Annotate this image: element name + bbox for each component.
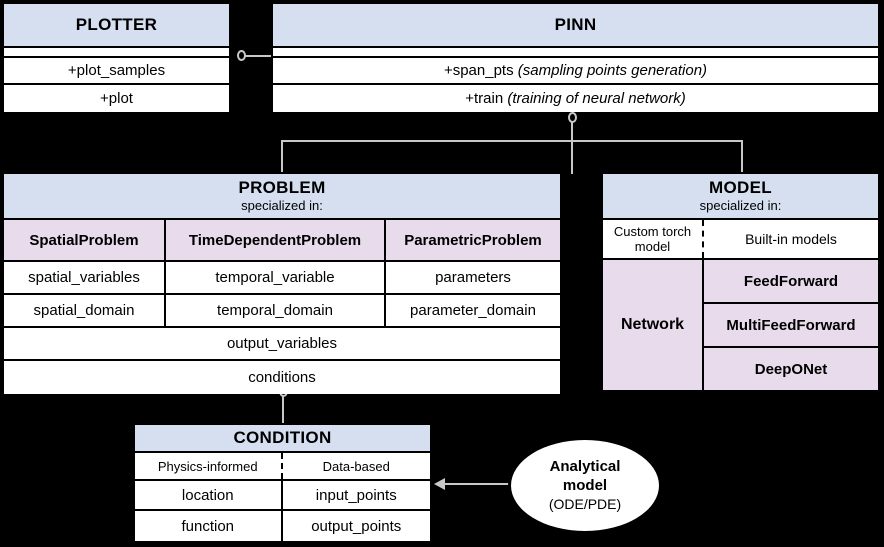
condition-kind-row: Physics-informed Data-based xyxy=(135,453,430,481)
problem-attr-1-2: parameter_domain xyxy=(410,302,536,319)
problem-attr-0-2: parameters xyxy=(435,269,511,286)
problem-attr-1-0: spatial_domain xyxy=(4,295,166,326)
connector-pinn-stem xyxy=(571,118,573,174)
connector-problem-condition xyxy=(282,392,284,424)
problem-specialization-row: SpatialProblem TimeDependentProblem Para… xyxy=(4,220,560,262)
problem-attribute-row: spatial_domain temporal_domain parameter… xyxy=(4,295,560,328)
connector-plotter-pinn xyxy=(240,55,274,57)
pinn-method-0-note: (sampling points generation) xyxy=(517,62,708,79)
problem-attribute-row: spatial_variables temporal_variable para… xyxy=(4,262,560,295)
pinn-header: PINN xyxy=(273,4,878,48)
condition-attribute-row: location input_points xyxy=(135,481,430,511)
plotter-header: PLOTTER xyxy=(4,4,229,48)
model-kind-row: Custom torch model Built-in models xyxy=(603,220,878,260)
condition-kind-1: Data-based xyxy=(322,458,390,474)
class-box-plotter[interactable]: PLOTTER +plot_samples +plot xyxy=(2,2,231,112)
connector-bracket-right-drop xyxy=(741,140,743,174)
problem-shared-attribute-row: conditions xyxy=(4,361,560,394)
class-box-condition[interactable]: CONDITION Physics-informed Data-based lo… xyxy=(133,423,432,542)
plotter-method-0: +plot_samples xyxy=(67,62,166,79)
connector-bracket-left-drop xyxy=(281,140,283,174)
plotter-method-row: +plot xyxy=(4,85,229,112)
connector-analytical-to-condition xyxy=(441,483,510,485)
problem-attr-0-1: temporal_variable xyxy=(166,262,386,293)
class-box-pinn[interactable]: PINN +span_pts (sampling points generati… xyxy=(271,2,880,112)
pinn-method-1-note: (training of neural network) xyxy=(507,90,686,107)
condition-attr-1-0: function xyxy=(135,511,283,541)
aggregation-circle-pinn xyxy=(568,112,577,123)
problem-shared-attribute-row: output_variables xyxy=(4,328,560,361)
problem-header: PROBLEM specialized in: xyxy=(4,174,560,220)
pinn-method-1-name: +train xyxy=(465,90,504,107)
analytical-model-line3: (ODE/PDE) xyxy=(548,496,622,512)
class-box-problem[interactable]: PROBLEM specialized in: SpatialProblem T… xyxy=(2,172,562,394)
connector-bracket-horizontal xyxy=(281,140,743,142)
condition-attr-1-1: output_points xyxy=(311,517,402,535)
problem-attr-1-1: temporal_domain xyxy=(166,295,386,326)
model-builtin-1[interactable]: MultiFeedForward xyxy=(704,304,878,348)
model-subtitle: specialized in: xyxy=(699,198,782,213)
pinn-title: PINN xyxy=(554,15,597,34)
model-body: Network FeedForward MultiFeedForward Dee… xyxy=(603,260,878,390)
plotter-title: PLOTTER xyxy=(75,15,158,34)
pinn-spacer-row xyxy=(273,48,878,58)
problem-attr-0-0: spatial_variables xyxy=(4,262,166,293)
class-box-model[interactable]: MODEL specialized in: Custom torch model… xyxy=(601,172,880,392)
model-title: MODEL xyxy=(709,178,772,197)
node-analytical-model[interactable]: Analytical model (ODE/PDE) xyxy=(508,437,662,534)
problem-title: PROBLEM xyxy=(238,178,326,197)
analytical-model-line1: Analytical xyxy=(549,458,621,475)
problem-specialization-1[interactable]: TimeDependentProblem xyxy=(166,220,386,260)
condition-attr-0-1: input_points xyxy=(315,486,397,504)
model-kind-0: Custom torch model xyxy=(603,220,704,258)
condition-kind-0: Physics-informed xyxy=(135,453,283,479)
plotter-method-1: +plot xyxy=(100,90,133,107)
problem-shared-attr-1: conditions xyxy=(248,369,316,386)
condition-attr-0-0: location xyxy=(135,481,283,509)
problem-specialization-0[interactable]: SpatialProblem xyxy=(4,220,166,260)
arrowhead-icon xyxy=(434,478,445,490)
pinn-method-row: +train (training of neural network) xyxy=(273,85,878,112)
aggregation-circle-plotter xyxy=(237,50,246,61)
condition-attribute-row: function output_points xyxy=(135,511,430,541)
pinn-method-row: +span_pts (sampling points generation) xyxy=(273,58,878,85)
problem-subtitle: specialized in: xyxy=(241,198,323,213)
analytical-model-line2: model xyxy=(562,477,608,494)
problem-shared-attr-0: output_variables xyxy=(226,335,338,352)
model-header: MODEL specialized in: xyxy=(603,174,878,220)
model-custom-network[interactable]: Network xyxy=(603,260,704,390)
model-builtin-0[interactable]: FeedForward xyxy=(704,260,878,304)
problem-specialization-2[interactable]: ParametricProblem xyxy=(386,220,560,260)
condition-header: CONDITION xyxy=(135,425,430,453)
plotter-method-row: +plot_samples xyxy=(4,58,229,85)
plotter-spacer-row xyxy=(4,48,229,58)
model-builtin-list: FeedForward MultiFeedForward DeepONet xyxy=(704,260,878,390)
model-builtin-2[interactable]: DeepONet xyxy=(704,348,878,390)
pinn-method-0-name: +span_pts xyxy=(443,62,514,79)
model-kind-1: Built-in models xyxy=(745,231,837,247)
condition-title: CONDITION xyxy=(233,428,332,447)
